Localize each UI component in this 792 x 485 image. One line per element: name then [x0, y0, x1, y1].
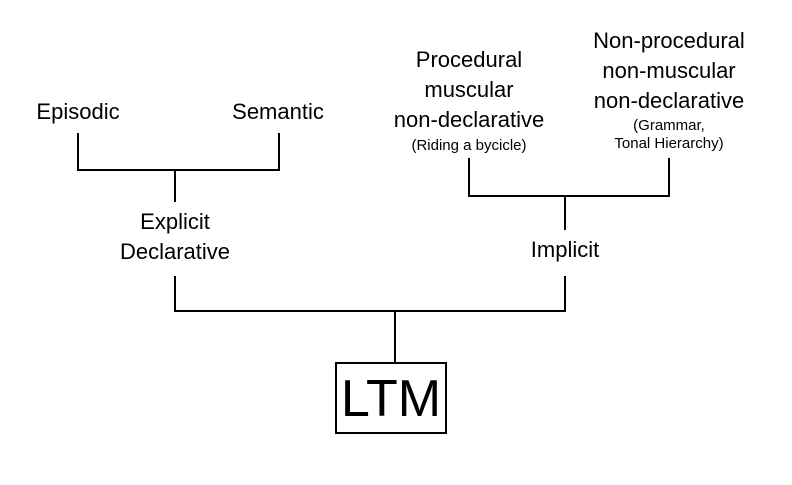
- node-episodic: Episodic: [36, 99, 120, 124]
- node-nonprocedural: Non-procedural non-muscular non-declarat…: [593, 28, 745, 113]
- node-implicit: Implicit: [530, 237, 600, 262]
- node-nonprocedural-example: (Grammar, Tonal Hierarchy): [614, 117, 724, 152]
- root-node-box: LTM: [335, 362, 447, 434]
- connector-episodic-semantic: [77, 133, 280, 171]
- connector-procedural-nonprocedural: [468, 158, 670, 197]
- node-procedural-example: (Riding a bycicle): [411, 137, 527, 154]
- connector-explicit-implicit: [174, 276, 566, 312]
- node-semantic: Semantic: [232, 99, 324, 124]
- root-node-ltm: LTM: [340, 370, 442, 428]
- node-procedural: Procedural muscular non-declarative: [393, 47, 545, 132]
- node-explicit-declarative: Explicit Declarative: [119, 209, 231, 264]
